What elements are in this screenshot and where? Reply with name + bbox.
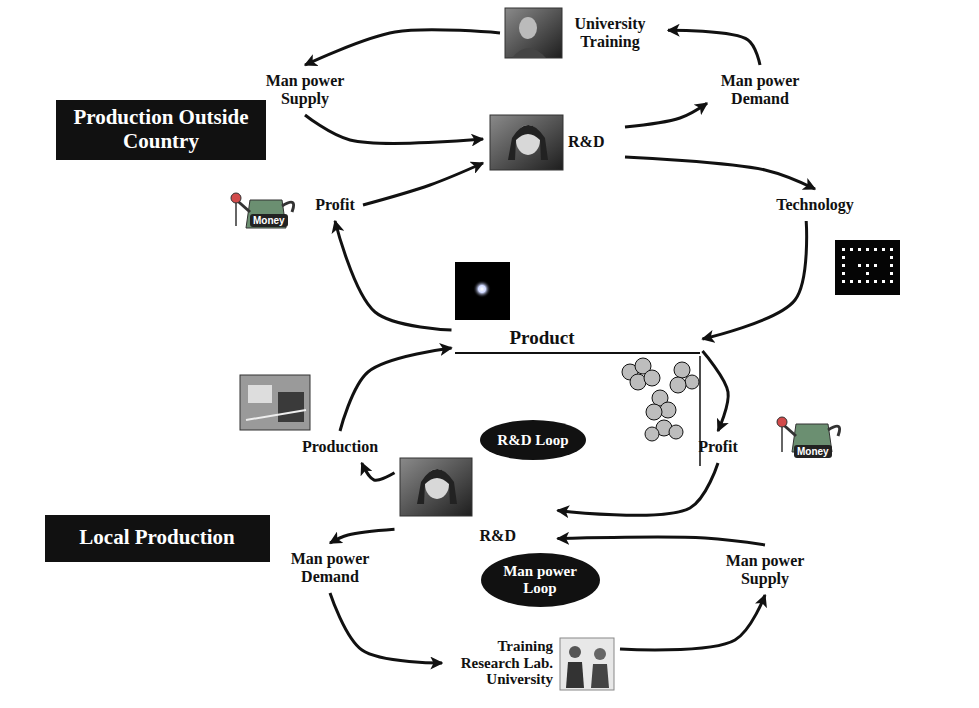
flow-arrow [305,115,483,143]
flow-label: Man power Demand [280,546,380,590]
flow-label: Man power Supply [715,548,815,592]
node-text: Man power Demand [285,550,375,586]
node-text: R&D Loop [497,432,568,449]
node-text: Technology [776,196,854,214]
money-watering-can [231,193,294,228]
node-text: Local Production [79,526,234,550]
node-text: University Training [565,15,655,51]
photo-frame [400,458,472,516]
node-text: Man power Supply [720,552,810,588]
photo-person [594,648,606,660]
flower-head [231,193,241,203]
node-text: R&D [568,133,604,151]
flow-arrow [668,30,760,65]
node-text: Profit [315,196,355,214]
factory-photo [240,375,310,430]
photo-hair [417,469,457,504]
node-text: Production Outside Country [63,106,259,153]
flow-arrow [363,163,483,205]
photo-frame [505,8,562,58]
node-text: Profit [698,438,738,456]
flow-arrow [620,595,765,650]
flow-arrow [703,351,729,431]
can-handle [828,426,840,436]
flow-label: Man power Supply [255,68,355,112]
photo-person [569,646,581,658]
product-glow [473,280,491,298]
technology-chip [835,240,900,295]
flow-arrow [625,103,707,127]
node-text: Man power Loop [499,563,581,597]
photo-person [591,664,609,688]
training-photo [505,8,562,58]
money-tag: Money [794,445,832,458]
flow-label: Profit [310,192,360,218]
scenario-box: Production Outside Country [56,100,266,160]
molecule-picture [622,356,700,466]
node-text: Man power Supply [260,72,350,108]
chip-body [835,240,900,295]
loop-ellipse: R&D Loop [480,420,586,460]
photo-frame [490,115,563,170]
node-text: R&D [480,527,516,545]
scenario-box: Local Production [45,515,270,562]
photo-frame [560,638,614,690]
flow-arrow [625,157,815,189]
photo-person [566,662,584,688]
node-text: Production [302,438,378,456]
product-picture [455,262,510,320]
product-label: Product [455,324,700,354]
researcher-photo [400,458,472,516]
flow-arrow [703,221,807,339]
product-square [455,262,510,320]
node-text: Man power Demand [715,72,805,108]
flow-arrow [558,463,719,515]
training-label: University Training [503,6,665,60]
researcher-photo [490,115,563,170]
flow-arrow [340,348,452,431]
photo-machine [278,392,304,422]
photo-frame [240,375,310,430]
photo-hair [508,125,548,160]
node-text: Training Research Lab. University [453,638,553,688]
flow-arrow [335,221,452,330]
can-handle [282,202,294,212]
flow-arrow [362,463,395,480]
training-label: Training Research Lab. University [445,628,617,698]
lab-photo [560,638,614,690]
ellipse-fill [480,420,586,460]
flow-arrow [305,30,500,65]
flow-label: Technology [771,192,859,218]
money-tag: Money [250,214,288,227]
flow-label: Man power Demand [710,68,810,112]
photo-machine [248,385,272,403]
photo-body [512,48,546,58]
flower-stem [235,202,237,226]
flow-arrow [330,593,442,663]
rd-label: R&D [486,112,622,172]
photo-detail [246,410,306,420]
rd-label: R&D [398,454,555,548]
flow-label: Production [297,434,384,460]
flow-arrow [330,529,395,543]
node-text: Product [510,327,575,348]
ellipse-fill [481,553,600,607]
photo-face [519,17,537,39]
flower-head [777,417,787,427]
flower-stem [781,426,783,452]
flow-label: Profit [693,434,743,460]
loop-ellipse: Man power Loop [481,553,600,607]
flow-arrow [558,537,766,545]
